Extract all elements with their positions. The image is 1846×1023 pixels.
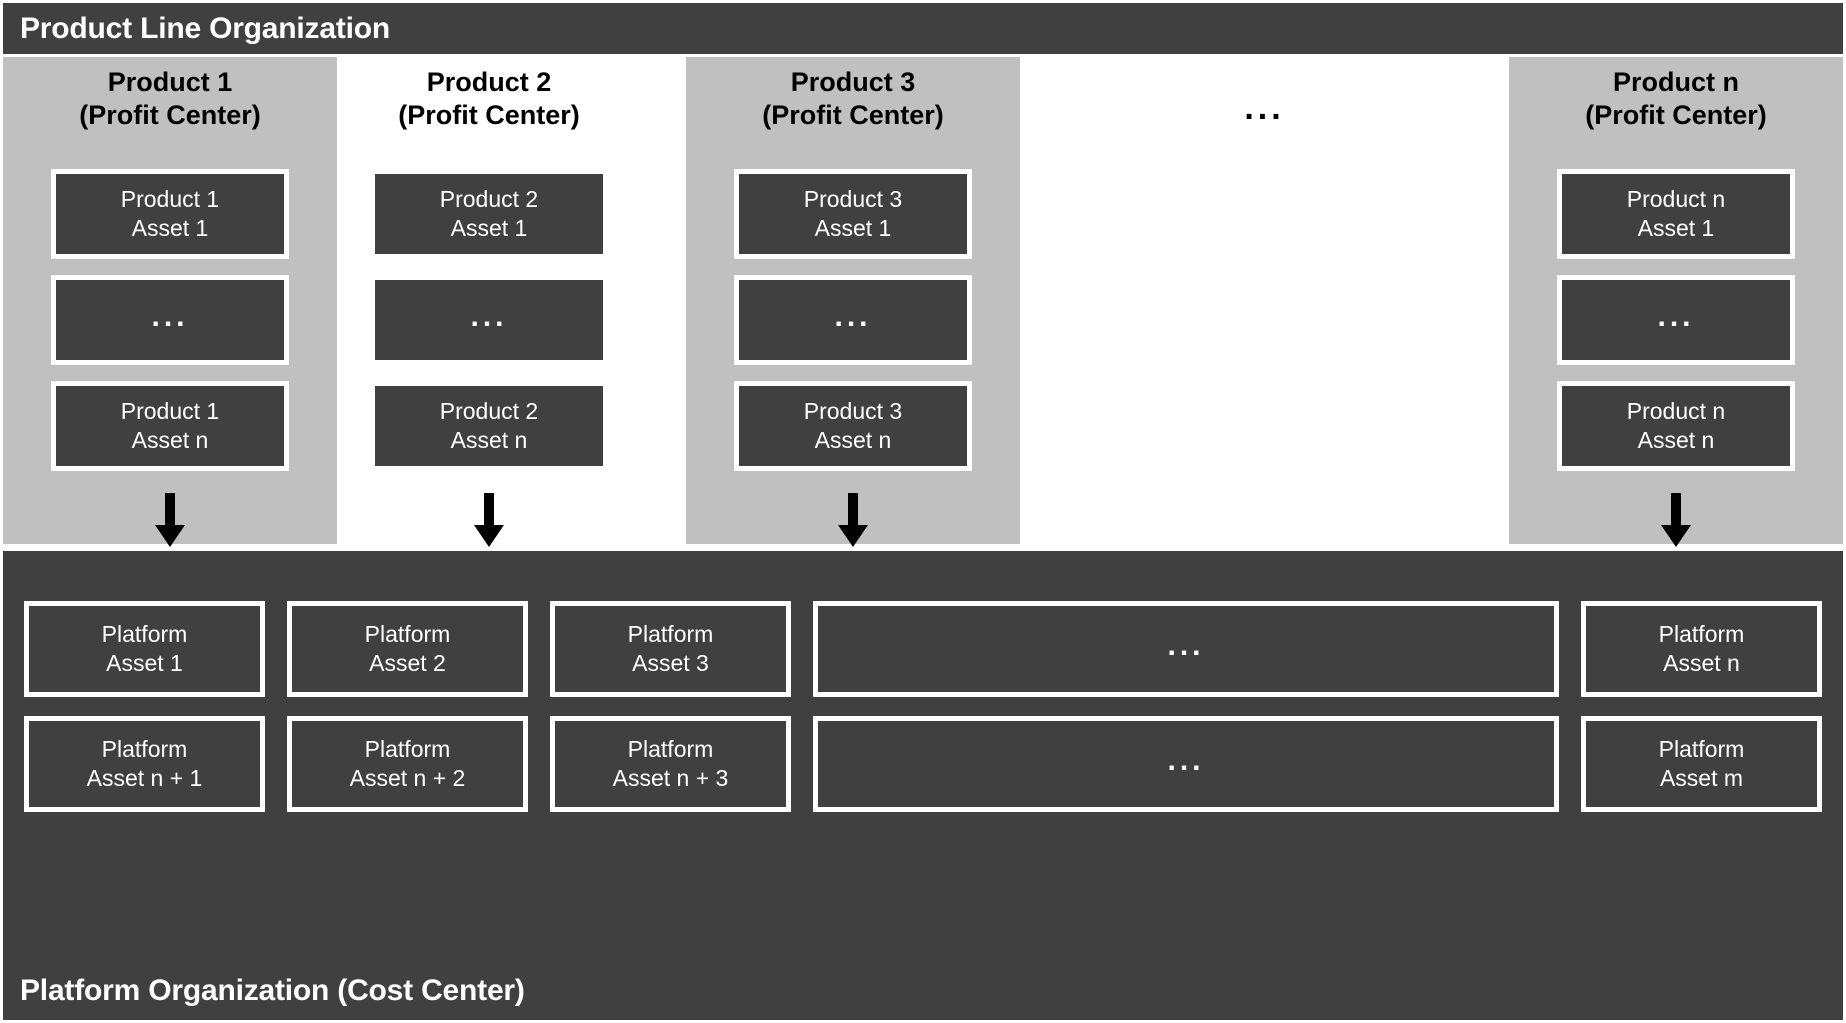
product-line-organization-title: Product Line Organization <box>20 11 391 45</box>
product-columns-ellipsis: ... <box>1023 91 1506 125</box>
product-asset-box[interactable]: Product n Asset n <box>1557 381 1795 471</box>
product-asset-box[interactable]: Product 2 Asset n <box>370 381 608 471</box>
product-columns-row: Product 1 (Profit Center) Product 1 Asset… <box>3 57 1843 544</box>
product-column-3[interactable]: Product 3 (Profit Center) Product 3 Asset… <box>686 57 1020 544</box>
product-asset-stack: Product 2 Asset 1... Product 2 Asset n <box>341 169 637 471</box>
product-asset-ellipsis-box[interactable]: ... <box>51 275 289 365</box>
platform-asset-box[interactable]: Platform Asset n + 1 <box>24 716 265 812</box>
ellipsis-glyph: ... <box>834 300 872 333</box>
product-column-2[interactable]: Product 2 (Profit Center) Product 2 Asset… <box>341 57 637 544</box>
ellipsis-glyph: ... <box>470 300 508 333</box>
platform-organization-title: Platform Organization (Cost Center) <box>20 974 525 1007</box>
platform-asset-ellipsis-box[interactable]: ... <box>813 601 1559 697</box>
ellipsis-glyph: ... <box>1244 89 1285 127</box>
ellipsis-glyph: ... <box>1657 300 1695 333</box>
product-asset-ellipsis-box[interactable]: ... <box>370 275 608 365</box>
platform-asset-box[interactable]: Platform Asset n <box>1581 601 1822 697</box>
product-column-title: Product 2 (Profit Center) <box>398 67 580 131</box>
platform-asset-box[interactable]: Platform Asset 2 <box>287 601 528 697</box>
product-column-1[interactable]: Product 1 (Profit Center) Product 1 Asset… <box>3 57 337 544</box>
product-column-4[interactable]: ... <box>1023 57 1506 544</box>
platform-asset-ellipsis-box[interactable]: ... <box>813 716 1559 812</box>
product-asset-ellipsis-box[interactable]: ... <box>734 275 972 365</box>
product-asset-box[interactable]: Product 2 Asset 1 <box>370 169 608 259</box>
product-asset-box[interactable]: Product 3 Asset n <box>734 381 972 471</box>
product-column-title: Product 1 (Profit Center) <box>79 67 261 131</box>
platform-asset-box[interactable]: Platform Asset n + 2 <box>287 716 528 812</box>
product-asset-stack: Product n Asset 1... Product n Asset n <box>1509 169 1843 471</box>
platform-asset-box[interactable]: Platform Asset n + 3 <box>550 716 791 812</box>
product-column-title: Product n (Profit Center) <box>1585 67 1767 131</box>
platform-asset-box[interactable]: Platform Asset 1 <box>24 601 265 697</box>
product-asset-box[interactable]: Product n Asset 1 <box>1557 169 1795 259</box>
product-column-title: Product 3 (Profit Center) <box>762 67 944 131</box>
product-asset-stack: Product 3 Asset 1... Product 3 Asset n <box>686 169 1020 471</box>
product-line-organization-header: Product Line Organization <box>3 3 1843 54</box>
product-asset-box[interactable]: Product 3 Asset 1 <box>734 169 972 259</box>
product-asset-box[interactable]: Product 1 Asset 1 <box>51 169 289 259</box>
product-asset-stack: Product 1 Asset 1... Product 1 Asset n <box>3 169 337 471</box>
product-asset-ellipsis-box[interactable]: ... <box>1557 275 1795 365</box>
product-column-5[interactable]: Product n (Profit Center) Product n Asset… <box>1509 57 1843 544</box>
ellipsis-glyph: ... <box>1167 629 1205 662</box>
ellipsis-glyph: ... <box>1167 744 1205 777</box>
product-asset-box[interactable]: Product 1 Asset n <box>51 381 289 471</box>
ellipsis-glyph: ... <box>151 300 189 333</box>
platform-asset-box[interactable]: Platform Asset 3 <box>550 601 791 697</box>
platform-asset-box[interactable]: Platform Asset m <box>1581 716 1822 812</box>
